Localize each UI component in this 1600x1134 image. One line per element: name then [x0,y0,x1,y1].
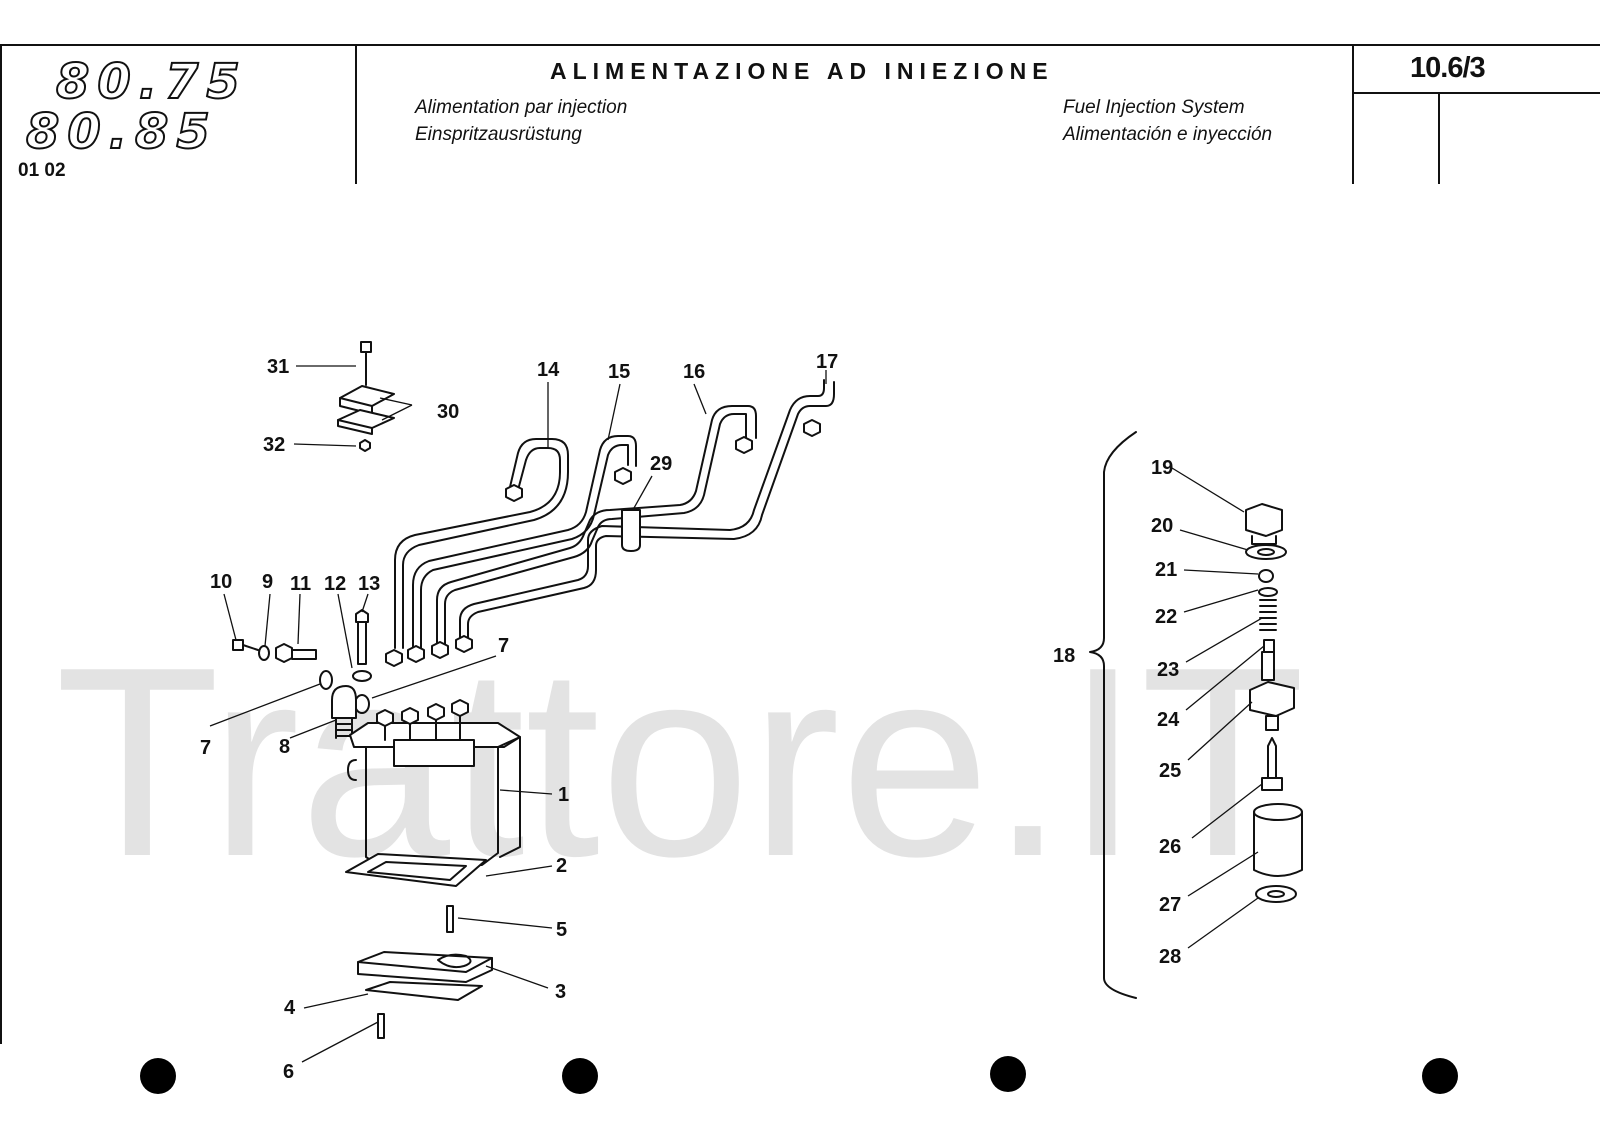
pipe-17 [459,379,835,649]
washer-12 [352,670,372,682]
model-logo: 80.75 80.85 [16,53,316,163]
watermark: Trattore.IT [55,612,1305,913]
subtitle-es: Alimentación e inyección [1063,124,1273,145]
callout-12: 12 [324,573,346,595]
page-ref-underline [1352,92,1600,94]
cap-19 [1245,503,1283,545]
washer-20 [1245,544,1287,560]
punch-hole-3 [990,1056,1026,1092]
washer-9 [258,645,270,661]
nut-32 [359,439,371,452]
callout-7-lower: 7 [200,737,211,759]
callout-6: 6 [283,1061,294,1083]
plate-3 [357,951,493,983]
bracket-18 [1089,431,1137,999]
callout-30: 30 [437,401,459,423]
callout-13: 13 [358,573,380,595]
callout-15: 15 [608,361,630,383]
banjo-bolt-11 [275,643,317,663]
barrel-27 [1253,803,1303,877]
callout-10: 10 [210,571,232,593]
model-logo-line-2: 80.85 [26,104,218,158]
subtitle-de: Einspritzausrüstung [415,124,582,145]
pipe-15 [412,435,637,649]
header-top-rule [0,44,1600,46]
dowel-6 [377,1013,385,1039]
callout-7-upper: 7 [498,635,509,657]
header-divider-left [355,44,357,184]
callout-14: 14 [537,359,560,381]
model-logo-line-1: 80.75 [56,58,248,110]
punch-hole-4 [1422,1058,1458,1094]
callout-11: 11 [290,573,311,595]
model-code: 01 02 [18,160,66,181]
clamp-30 [337,385,395,435]
bolt-13 [355,609,369,665]
part-24 [1263,639,1275,653]
callout-27: 27 [1159,894,1181,916]
callout-29: 29 [650,453,672,475]
callout-3: 3 [555,981,566,1003]
gasket-4 [365,981,483,1001]
callout-18: 18 [1053,645,1075,667]
page-reference: 10.6/3 [1410,52,1486,84]
callout-2: 2 [556,855,567,877]
header-divider-right [1352,44,1354,184]
callout-5: 5 [556,919,567,941]
callout-25: 25 [1159,760,1181,782]
page-ref-column-rule [1438,92,1440,184]
subtitle-en: Fuel Injection System [1063,97,1245,118]
gasket-2 [345,853,487,887]
page-title: ALIMENTAZIONE AD INIEZIONE [550,58,1054,84]
pipe-14 [394,438,569,649]
spring-23 [1259,599,1277,631]
screw-10 [232,639,259,651]
callout-19: 19 [1151,457,1173,479]
dowel-5 [446,905,454,933]
part-21 [1258,569,1274,583]
left-margin-rule [0,44,2,1044]
callout-17: 17 [816,351,838,373]
callout-9: 9 [262,571,273,593]
valve-holder-25 [1249,651,1295,731]
plunger-26 [1261,737,1283,791]
punch-hole-1 [140,1058,176,1094]
bolt-31 [360,341,372,386]
callout-31: 31 [267,356,289,378]
union-8 [331,685,357,739]
callout-23: 23 [1157,659,1179,681]
callout-21: 21 [1155,559,1177,581]
callout-22: 22 [1155,606,1177,628]
pipe-nut [385,649,403,667]
callout-4: 4 [284,997,296,1019]
callout-1: 1 [558,784,569,806]
washer-28 [1255,885,1297,903]
callout-16: 16 [683,361,705,383]
washer-7 [319,670,333,690]
washer-22 [1258,587,1278,597]
callout-8-text: 8 [279,736,291,758]
callout-28: 28 [1159,946,1181,968]
punch-hole-2 [562,1058,598,1094]
pipe-nut [431,641,449,659]
pipe-clamp-29 [621,509,641,552]
callout-32: 32 [263,434,285,456]
pipe-16 [436,405,757,649]
pump-body-1 [347,699,521,866]
pipe-nut [407,645,425,663]
callout-26: 26 [1159,836,1181,858]
subtitle-fr: Alimentation par injection [415,97,628,118]
callout-20: 20 [1151,515,1173,537]
callout-24: 24 [1157,709,1180,731]
pipe-nut [455,635,473,653]
